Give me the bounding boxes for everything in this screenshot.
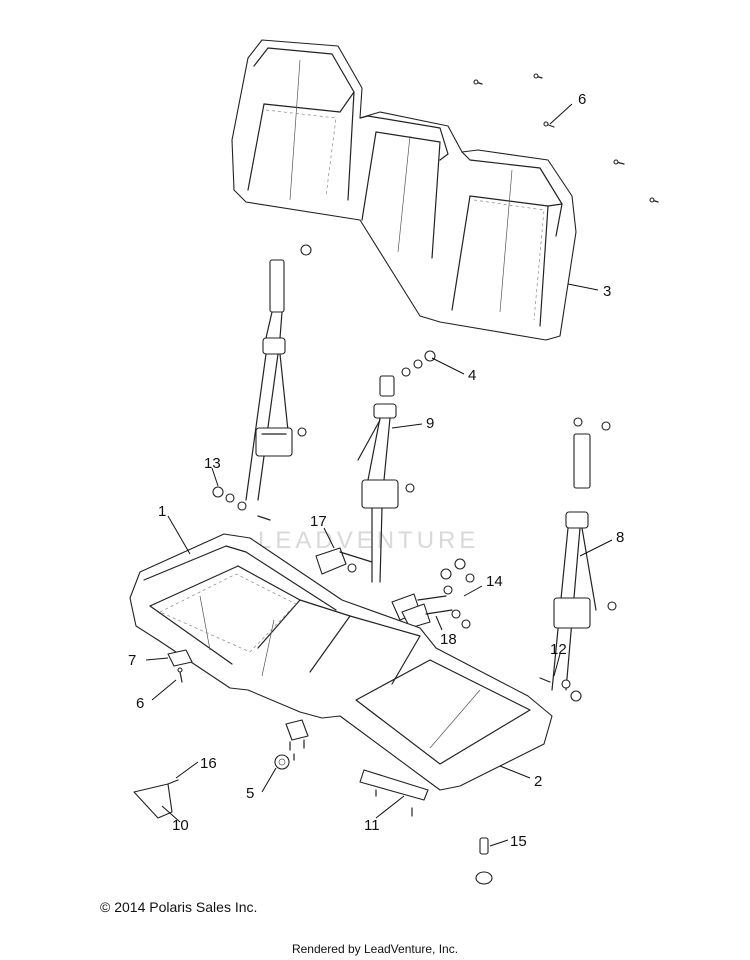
callout-5: 5 <box>246 785 254 802</box>
callout-14: 14 <box>486 573 503 590</box>
buckle-18[interactable] <box>391 593 453 629</box>
seat-back-part[interactable] <box>231 39 577 341</box>
bracket-11[interactable] <box>359 769 429 817</box>
guard-10[interactable] <box>133 779 179 819</box>
rendered-by-text: Rendered by LeadVenture, Inc. <box>291 942 459 956</box>
callout-6-lower: 6 <box>136 695 144 712</box>
callout-13: 13 <box>204 455 221 472</box>
callout-labels: 1 2 3 4 5 6 6 7 8 9 10 11 12 13 14 15 16… <box>128 91 624 850</box>
callout-17: 17 <box>310 513 327 530</box>
copyright-text: © 2014 Polaris Sales Inc. <box>100 899 258 915</box>
bracket-7[interactable] <box>167 649 193 667</box>
seat-base-part[interactable] <box>129 533 553 791</box>
seat-belt-right[interactable] <box>539 417 617 702</box>
fastener-15[interactable] <box>475 837 493 885</box>
callout-8: 8 <box>616 529 624 546</box>
callout-2: 2 <box>534 773 542 790</box>
callout-9: 9 <box>426 415 434 432</box>
callout-10: 10 <box>172 817 189 834</box>
callout-15: 15 <box>510 833 527 850</box>
hardware-14[interactable] <box>440 558 475 629</box>
callout-6-upper: 6 <box>578 91 586 108</box>
buckle-17[interactable] <box>315 547 373 575</box>
watermark: LEADVENTURE <box>258 527 479 554</box>
callout-12: 12 <box>550 641 567 658</box>
bracket-center[interactable] <box>285 719 309 761</box>
nut-5[interactable] <box>274 754 290 770</box>
callout-1: 1 <box>158 503 166 520</box>
seat-belt-left[interactable] <box>212 244 312 521</box>
callout-11: 11 <box>364 817 380 834</box>
callout-7: 7 <box>128 652 136 669</box>
screw-group-upper[interactable] <box>473 73 659 203</box>
callout-16: 16 <box>200 755 217 772</box>
callout-4: 4 <box>468 367 476 384</box>
callout-3: 3 <box>603 283 611 300</box>
leader-lines <box>145 103 613 847</box>
seat-belt-center[interactable] <box>347 350 436 583</box>
callout-18: 18 <box>440 631 457 648</box>
screw-6-lower[interactable] <box>177 667 183 683</box>
